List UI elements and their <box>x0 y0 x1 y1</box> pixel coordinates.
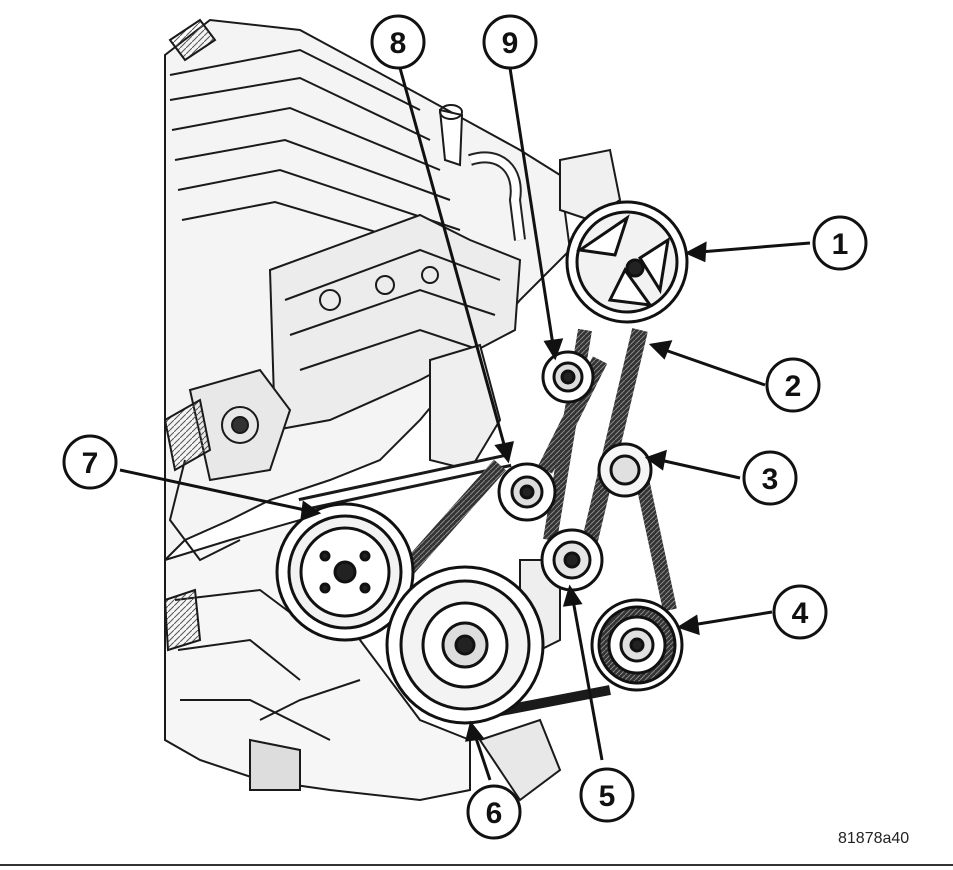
callout-7-label: 7 <box>82 447 99 480</box>
callout-9-label: 9 <box>502 27 519 60</box>
callout-6: 6 <box>466 784 522 840</box>
callout-markers: 1 2 3 4 5 6 7 8 <box>62 14 868 840</box>
callout-3: 3 <box>742 450 798 506</box>
belt-tensioner-pulley <box>540 528 604 592</box>
crankshaft-pulley <box>385 565 545 725</box>
power-steering-pulley <box>597 442 653 498</box>
callout-1-label: 1 <box>832 228 849 261</box>
callout-1: 1 <box>812 215 868 271</box>
callout-3-label: 3 <box>762 463 779 496</box>
callout-4: 4 <box>772 584 828 640</box>
callout-9: 9 <box>482 14 538 70</box>
bottom-divider <box>0 864 953 866</box>
callout-7: 7 <box>62 434 118 490</box>
callout-4-label: 4 <box>792 597 809 630</box>
callout-5: 5 <box>579 767 635 823</box>
engine-block-illustration <box>163 18 622 802</box>
callout-6-label: 6 <box>486 797 503 830</box>
idler-pulley-lower <box>497 462 557 522</box>
callout-8-label: 8 <box>390 27 407 60</box>
callout-8: 8 <box>370 14 426 70</box>
callout-5-label: 5 <box>599 780 616 813</box>
ac-compressor-pulley <box>590 598 684 692</box>
callout-2: 2 <box>765 357 821 413</box>
callout-leaders <box>119 67 811 781</box>
water-pump-pulley <box>275 502 415 642</box>
figure-id: 81878a40 <box>838 830 910 847</box>
idler-pulley-upper <box>541 350 595 404</box>
alternator-pulley <box>565 200 689 324</box>
callout-2-label: 2 <box>785 370 802 403</box>
